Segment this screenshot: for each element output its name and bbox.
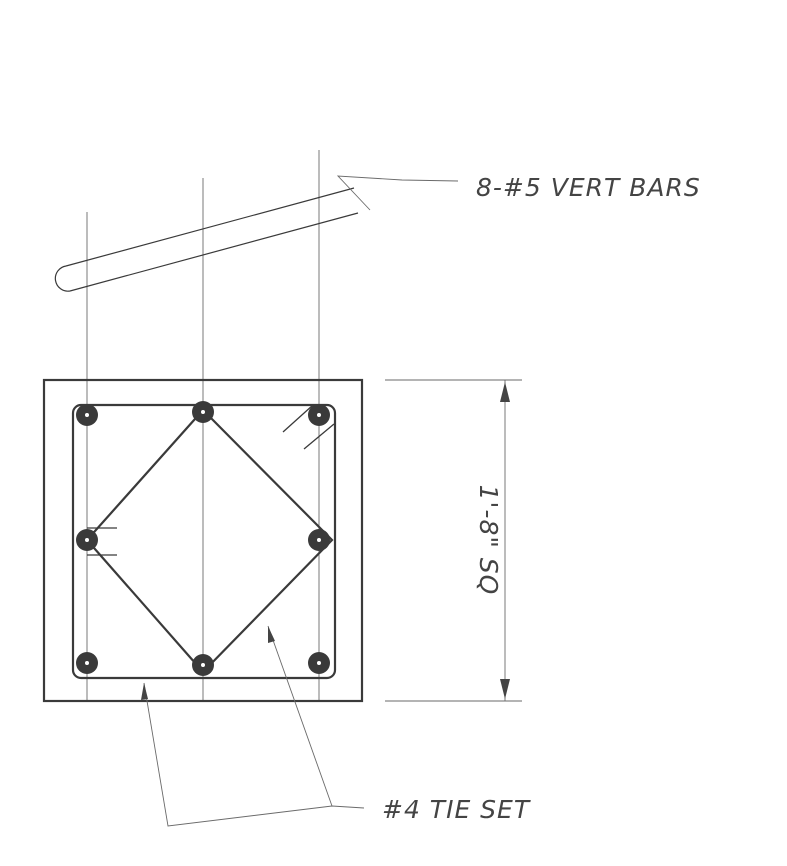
dim-arrow-bottom xyxy=(500,679,510,699)
dim-arrow-top xyxy=(500,382,510,402)
vertical-bar-symbol xyxy=(54,187,359,292)
vert-bars-leader xyxy=(336,175,459,211)
perimeter-tie xyxy=(71,403,337,680)
perimeter-tie-hook xyxy=(282,404,335,450)
rebar-centers xyxy=(85,410,321,667)
tie-set-leaders xyxy=(141,625,365,827)
dimension-line xyxy=(385,379,522,702)
dimension-label: 1'-8" SQ xyxy=(474,485,503,596)
column-outline xyxy=(42,378,364,703)
vert-bars-label: 8-#5 VERT BARS xyxy=(476,173,701,202)
diamond-tie-hook xyxy=(87,527,117,556)
diamond-tie xyxy=(85,408,334,674)
tie-set-label: #4 TIE SET xyxy=(382,795,531,824)
